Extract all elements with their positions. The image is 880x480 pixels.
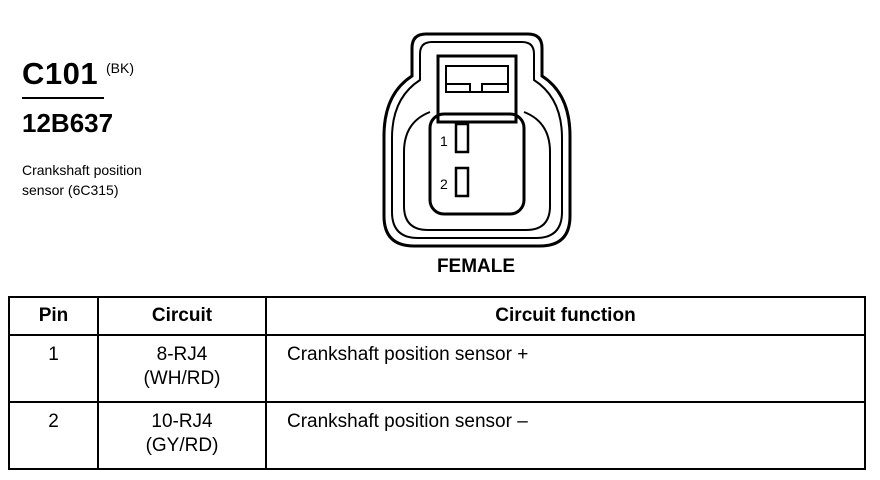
connector-latch-notch [446, 83, 508, 93]
pin-cell: 1 [8, 334, 99, 403]
description-line: sensor (6C315) [22, 182, 119, 198]
connector-housing-outer [382, 32, 572, 248]
table-row: 1 8-RJ4 (WH/RD) Crankshaft position sens… [8, 334, 866, 403]
circuit-number: 10-RJ4 [151, 411, 213, 432]
circuit-function-cell: Crankshaft position sensor – [265, 401, 866, 470]
connector-latch-inner [445, 65, 509, 93]
connector-description: Crankshaft position sensor (6C315) [22, 160, 142, 200]
circuit-cell: 10-RJ4 (GY/RD) [97, 401, 267, 470]
pin-table: Pin Circuit Circuit function 1 8-RJ4 (WH… [8, 296, 866, 470]
connector-housing-recess [403, 111, 551, 231]
description-line: Crankshaft position [22, 162, 142, 178]
connector-latch [436, 54, 518, 124]
table-header-row: Pin Circuit Circuit function [8, 296, 866, 336]
header-circuit-function: Circuit function [265, 296, 866, 336]
wire-color: (WH/RD) [143, 368, 221, 389]
part-number: 12B637 [22, 108, 114, 138]
connector-housing-inner [391, 41, 563, 239]
header-circuit: Circuit [97, 296, 267, 336]
connector-color-code: (BK) [106, 60, 134, 76]
title-underline [22, 97, 104, 99]
pin-cell: 2 [8, 401, 99, 470]
circuit-function-cell: Crankshaft position sensor + [265, 334, 866, 403]
connector-face-diagram: 1 2 [382, 32, 572, 248]
pin-1-label: 1 [440, 133, 448, 149]
table-row: 2 10-RJ4 (GY/RD) Crankshaft position sen… [8, 401, 866, 470]
header-pin: Pin [8, 296, 99, 336]
circuit-cell: 8-RJ4 (WH/RD) [97, 334, 267, 403]
connector-id: C101 [22, 56, 99, 91]
circuit-number: 8-RJ4 [156, 344, 208, 365]
wire-color: (GY/RD) [145, 435, 219, 456]
pin-cavity-body [428, 112, 526, 216]
pin-2-terminal [454, 166, 470, 198]
connector-gender-label: FEMALE [436, 256, 516, 277]
pin-1-terminal [454, 122, 470, 154]
pin-2-label: 2 [440, 176, 448, 192]
